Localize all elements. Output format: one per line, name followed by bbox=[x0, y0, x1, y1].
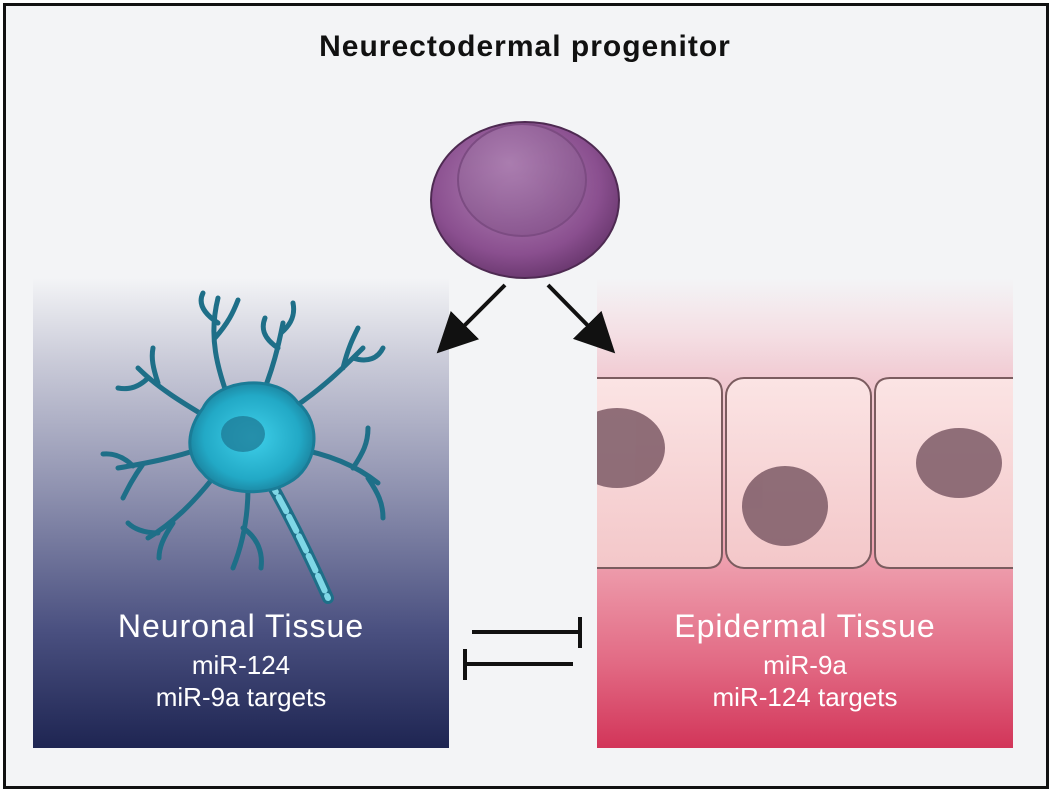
epidermal-tissue-panel: Epidermal Tissue miR-9a miR-124 targets bbox=[597, 278, 1013, 748]
arrow-icon bbox=[546, 283, 616, 354]
neuron-icon bbox=[100, 290, 386, 604]
neuronal-mirna-label: miR-124 bbox=[191, 650, 291, 680]
inhibition-icon bbox=[463, 649, 573, 680]
epithelial-cells-icon bbox=[597, 377, 1013, 569]
neuronal-tissue-panel: Neuronal Tissue miR-124 miR-9a targets bbox=[33, 278, 449, 748]
progenitor-cell-icon bbox=[430, 121, 620, 279]
neuronal-tissue-title: Neuronal Tissue bbox=[117, 608, 365, 644]
epidermal-targets-label: miR-124 targets bbox=[712, 682, 898, 712]
inhibition-icon bbox=[472, 617, 582, 648]
neuronal-targets-label: miR-9a targets bbox=[155, 682, 327, 712]
epidermal-mirna-label: miR-9a bbox=[763, 650, 847, 680]
arrow-icon bbox=[436, 283, 507, 354]
diagram-title: Neurectodermal progenitor bbox=[319, 30, 731, 63]
epidermal-tissue-title: Epidermal Tissue bbox=[674, 608, 936, 644]
